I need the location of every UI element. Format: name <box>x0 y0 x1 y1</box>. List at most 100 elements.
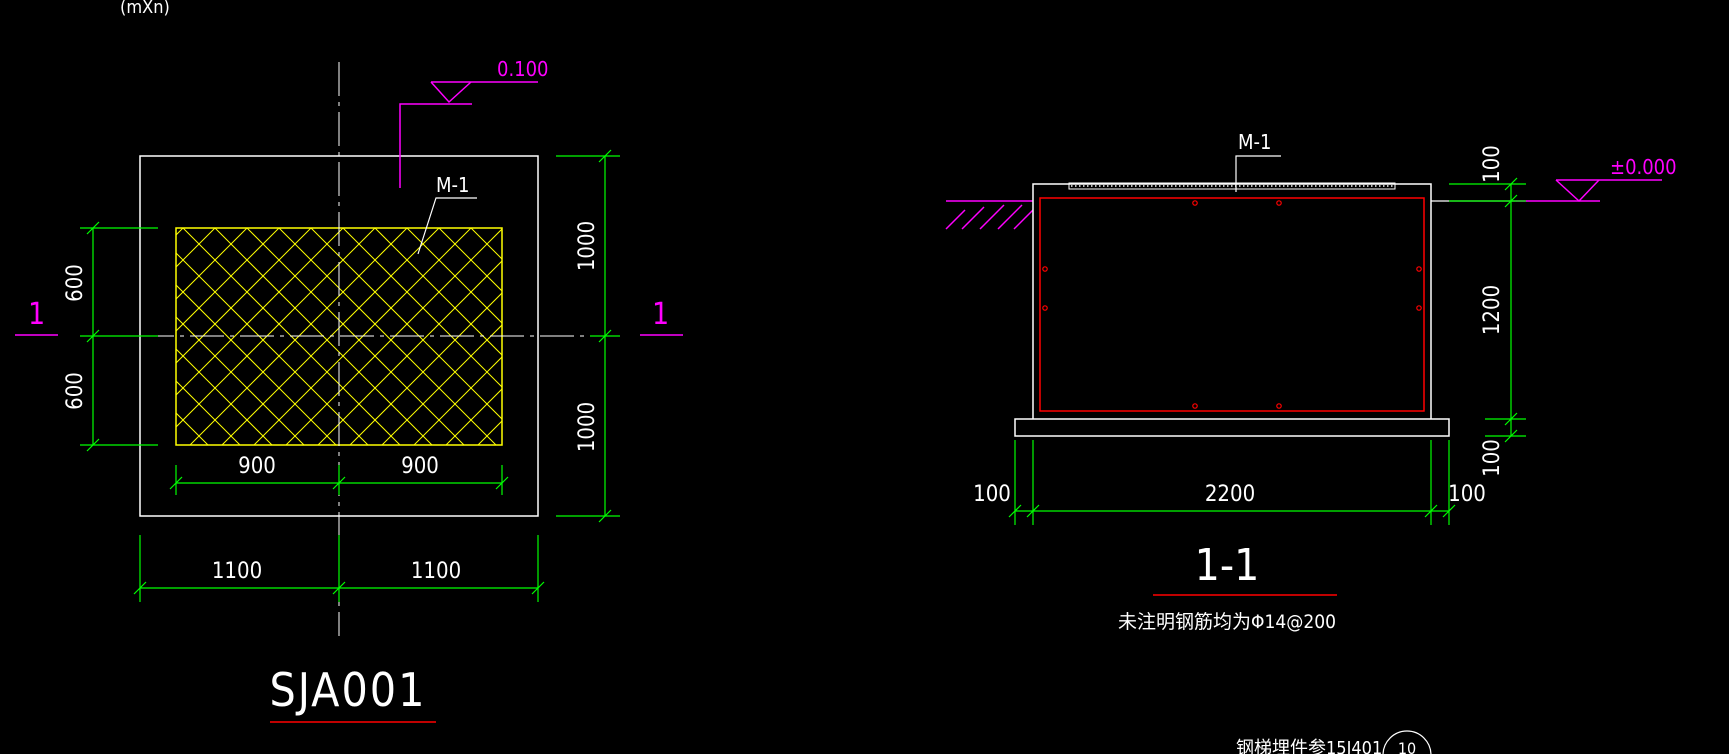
plate-texture-dot <box>1111 185 1113 187</box>
plan-dim-right-upper: 1000 <box>575 221 600 271</box>
section-m1-leader <box>1235 155 1281 192</box>
plan-dim-left <box>80 221 158 452</box>
plate-texture-dot <box>1223 185 1225 187</box>
plate-texture-dot <box>1099 185 1101 187</box>
plate-texture-dot <box>1299 185 1301 187</box>
plate-texture-dot <box>1103 185 1105 187</box>
footer-note-fragment: 钢梯埋件参15J401 <box>1236 738 1382 754</box>
section-rebar-dots <box>1042 200 1422 409</box>
plate-texture-dot <box>1307 185 1309 187</box>
section-dim-right-bottom: 100 <box>1480 439 1505 477</box>
section-dim-bottom-right: 100 <box>1448 482 1486 507</box>
hatch-line <box>0 228 23 445</box>
plate-texture-dot <box>1367 185 1369 187</box>
plate-texture-dot <box>1151 185 1153 187</box>
plate-texture-dot <box>1123 185 1125 187</box>
plate-texture-dot <box>1127 185 1129 187</box>
plan-dim-bottom-right: 1100 <box>411 559 461 584</box>
hatch-line <box>0 228 87 445</box>
section-dim-bottom-left: 100 <box>973 482 1011 507</box>
plate-texture-dot <box>1135 185 1137 187</box>
plate-texture-dot <box>1115 185 1117 187</box>
section-dim-right-middle: 1200 <box>1480 285 1505 335</box>
plate-texture-dot <box>1143 185 1145 187</box>
section-rebar-cage <box>1039 197 1425 412</box>
plate-texture-dot <box>1107 185 1109 187</box>
plan-dim-right <box>556 149 620 523</box>
plate-texture-dot <box>1339 185 1341 187</box>
plate-texture-dot <box>1203 185 1205 187</box>
plate-texture-dot <box>1387 185 1389 187</box>
plate-texture-dot <box>1311 185 1313 187</box>
plate-texture-dot <box>1159 185 1161 187</box>
plan-title: SJA001 <box>270 663 427 717</box>
plan-view: 1 1 0.100 M-1 1100 1100 <box>0 57 848 723</box>
plate-texture-dot <box>1291 185 1293 187</box>
plate-texture-dot <box>1343 185 1345 187</box>
plan-dim-left-upper: 600 <box>63 264 88 302</box>
section-embedded-plate <box>1068 182 1396 190</box>
plate-texture-dot <box>1227 185 1229 187</box>
plan-elevation-marker <box>399 81 538 188</box>
plate-texture-dot <box>1239 185 1241 187</box>
plan-dim-bottom-left: 1100 <box>212 559 262 584</box>
plate-texture-dot <box>1379 185 1381 187</box>
plate-texture-dot <box>1131 185 1133 187</box>
hatch-line <box>406 228 502 324</box>
plate-texture-dot <box>1283 185 1285 187</box>
plate-texture-dot <box>1087 185 1089 187</box>
plan-dim-inner <box>169 465 509 495</box>
plate-texture-dot <box>1071 185 1073 187</box>
plate-texture-dot <box>1263 185 1265 187</box>
plate-texture-dot <box>1195 185 1197 187</box>
ground-hatch <box>945 200 1034 230</box>
hatch-line <box>278 228 497 445</box>
hatch-line <box>631 228 848 445</box>
hatch-line <box>176 284 337 445</box>
plate-texture-dot <box>1295 185 1297 187</box>
section-dim-right <box>1449 177 1526 443</box>
hatch-line <box>317 260 502 445</box>
plate-texture-dot <box>1371 185 1373 187</box>
hatch-line <box>413 356 502 445</box>
plan-dim-inner-right: 900 <box>401 454 439 479</box>
section-m1-label: M-1 <box>1238 130 1271 154</box>
plate-texture-dot <box>1179 185 1181 187</box>
plate-texture-dot <box>1327 185 1329 187</box>
plate-texture-dot <box>1155 185 1157 187</box>
plate-texture-dot <box>1363 185 1365 187</box>
plate-texture-dot <box>1175 185 1177 187</box>
section-pit-outline <box>1032 183 1432 201</box>
plate-texture-dot <box>1319 185 1321 187</box>
plate-texture-dot <box>1383 185 1385 187</box>
plate-texture-dot <box>1347 185 1349 187</box>
hatch-line <box>0 228 55 445</box>
plan-dim-right-lower: 1000 <box>575 402 600 452</box>
section-dim-right-top: 100 <box>1480 145 1505 183</box>
plate-texture-dot <box>1255 185 1257 187</box>
hatch-line <box>445 388 502 445</box>
plate-texture-dot <box>1323 185 1325 187</box>
plate-texture-dot <box>1391 185 1393 187</box>
section-title: 1-1 <box>1195 540 1260 591</box>
plate-texture-dot <box>1207 185 1209 187</box>
hatch-line <box>176 228 216 268</box>
plate-texture-dot <box>1095 185 1097 187</box>
section-base-slab <box>1014 418 1450 437</box>
plate-texture-dot <box>1079 185 1081 187</box>
plate-texture-dot <box>1303 185 1305 187</box>
detail-bubble: 10 <box>1382 730 1432 754</box>
plate-texture-dot <box>1211 185 1213 187</box>
section-mark-right: 1 <box>652 297 669 332</box>
plate-texture-dot <box>1083 185 1085 187</box>
plate-texture-dot <box>1359 185 1361 187</box>
detail-bubble-number: 10 <box>1398 739 1416 754</box>
plate-texture-dot <box>1247 185 1249 187</box>
plate-texture-dot <box>1275 185 1277 187</box>
top-header-fragment: (mXn) <box>120 0 170 18</box>
plate-texture-dot <box>1231 185 1233 187</box>
hatch-line <box>176 228 248 300</box>
plate-texture-dot <box>1315 185 1317 187</box>
plate-texture-dot <box>1167 185 1169 187</box>
plate-texture-dot <box>1259 185 1261 187</box>
